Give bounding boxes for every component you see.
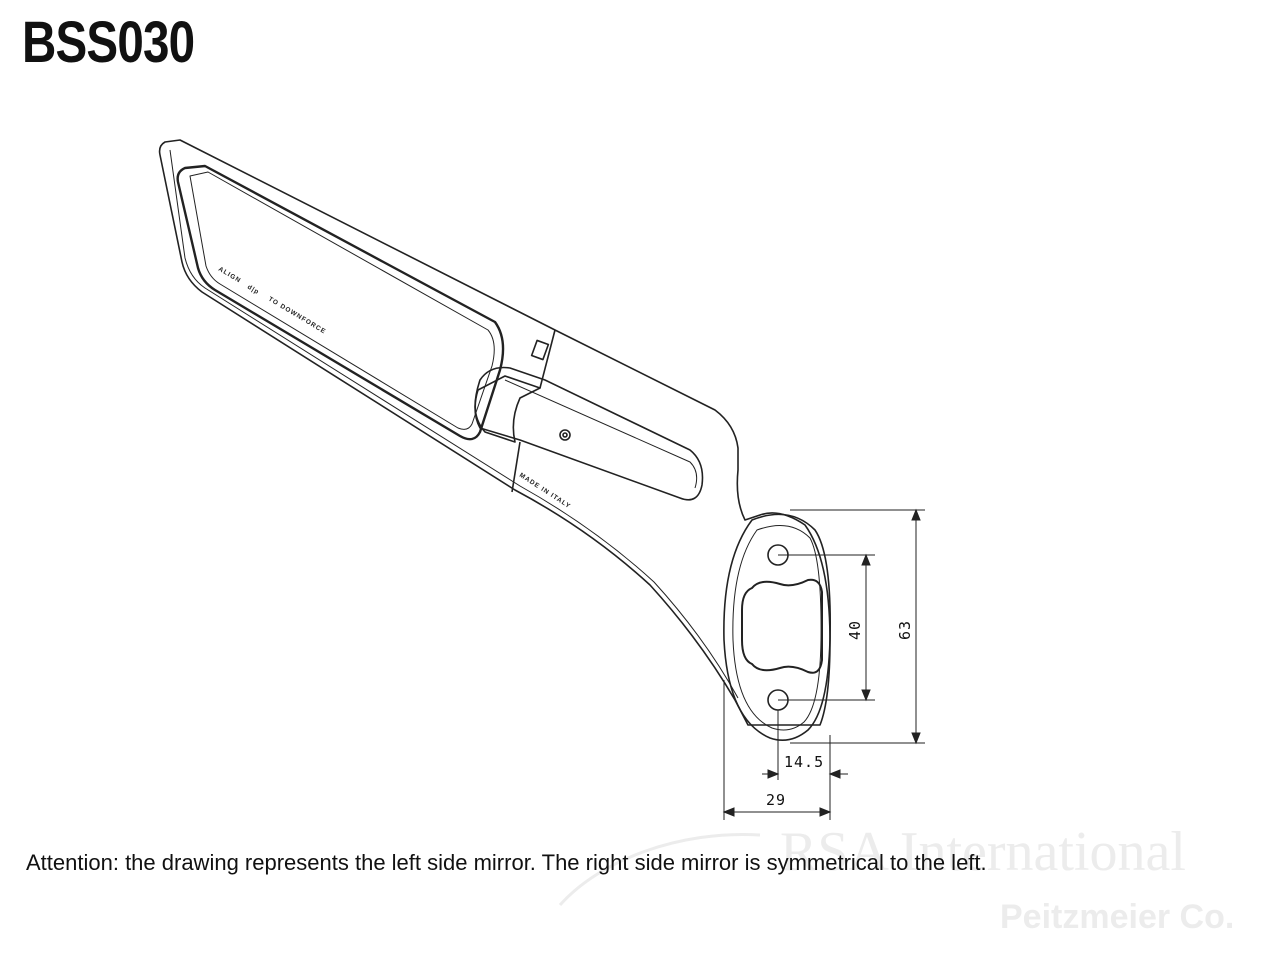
align-label: ALIGN [217,266,242,285]
dim-63-label: 63 [896,620,914,640]
dim-29-label: 29 [766,791,786,809]
dim145-arrow-left [767,769,780,779]
mounting-plate [723,513,832,741]
mirror-glass-inner [189,171,495,430]
housing-divider-upper [539,329,556,389]
mirror-housing-inner-line [169,149,739,699]
product-code-title: BSS030 [22,10,195,75]
dimension-lines [722,508,925,820]
made-in-label: MADE IN ITALY [518,472,572,511]
dp-logo-text: d|p [246,284,261,297]
attention-caption: Attention: the drawing represents the le… [26,850,987,875]
mirror-body [158,139,831,726]
dim29-arrow-right [819,807,832,817]
dim29-arrow-left [722,807,735,817]
dim40-arrow-bottom [861,689,871,702]
mounting-plate-inner-outline [732,525,822,731]
dim63-arrow-bottom [911,732,921,745]
watermark-swoosh [558,832,761,906]
arm-screw-hole [559,429,571,441]
mirror-outer-outline [158,139,831,726]
dim40-arrow-top [861,553,871,566]
mounting-plate-outline [723,513,832,741]
watermark: RSA International Peitzmeier Co. [558,821,1234,936]
watermark-line-1: RSA International [780,821,1186,883]
dim-14-5-label: 14.5 [784,753,824,771]
downforce-label: TO DOWNFORCE [267,296,327,336]
mirror-glass-outline [176,164,505,441]
mirror-joint [474,375,541,443]
dim63-arrow-top [911,508,921,521]
embossed-labels: ALIGN d|p TO DOWNFORCE MADE IN ITALY [217,266,572,511]
dim145-arrow-right [828,769,841,779]
housing-divider-lower [511,441,521,493]
mounting-center-slot [741,578,823,674]
adjuster-slot [530,339,550,361]
mirror-arm-inner [504,379,698,489]
arm-screw-center [562,432,568,438]
dim-40-label: 40 [846,620,864,640]
watermark-line-2: Peitzmeier Co. [1000,898,1234,936]
